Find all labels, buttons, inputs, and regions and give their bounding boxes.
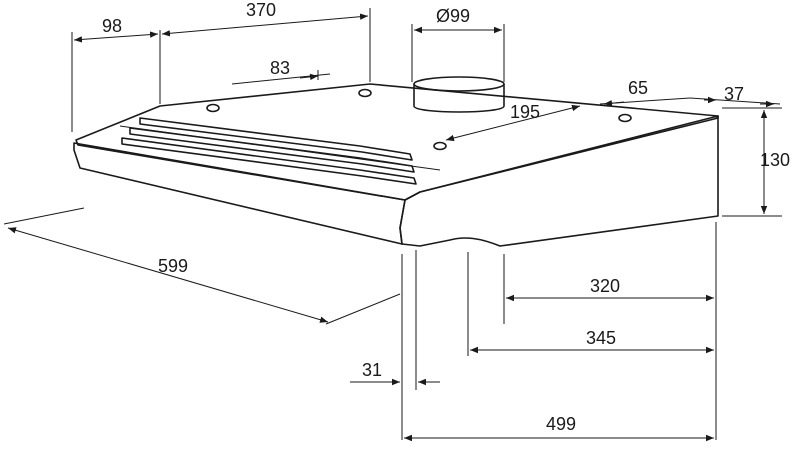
dim-98: 98 (102, 16, 122, 36)
dim-195: 195 (510, 102, 540, 122)
dim-345: 345 (586, 328, 616, 348)
dim-320: 320 (590, 276, 620, 296)
hood-top-surface (76, 84, 718, 200)
dim-65: 65 (628, 78, 648, 98)
hole-mid (359, 90, 371, 97)
dim-599: 599 (158, 256, 188, 276)
hole-left (207, 105, 219, 112)
hole-front (434, 143, 446, 150)
dim-31: 31 (362, 360, 382, 380)
dim-37: 37 (724, 84, 744, 104)
dim-83: 83 (270, 58, 290, 78)
hole-right (619, 115, 631, 122)
hood-side-panel (400, 116, 718, 246)
dim-99-diameter: Ø99 (436, 6, 470, 26)
top-ridge-line (120, 126, 440, 170)
dim-130: 130 (760, 150, 790, 170)
grille-slots (122, 118, 416, 184)
dim-370: 370 (246, 0, 276, 20)
dimension-labels: 98 370 Ø99 83 65 37 195 130 599 320 345 … (102, 0, 790, 434)
dim-499: 499 (546, 414, 576, 434)
